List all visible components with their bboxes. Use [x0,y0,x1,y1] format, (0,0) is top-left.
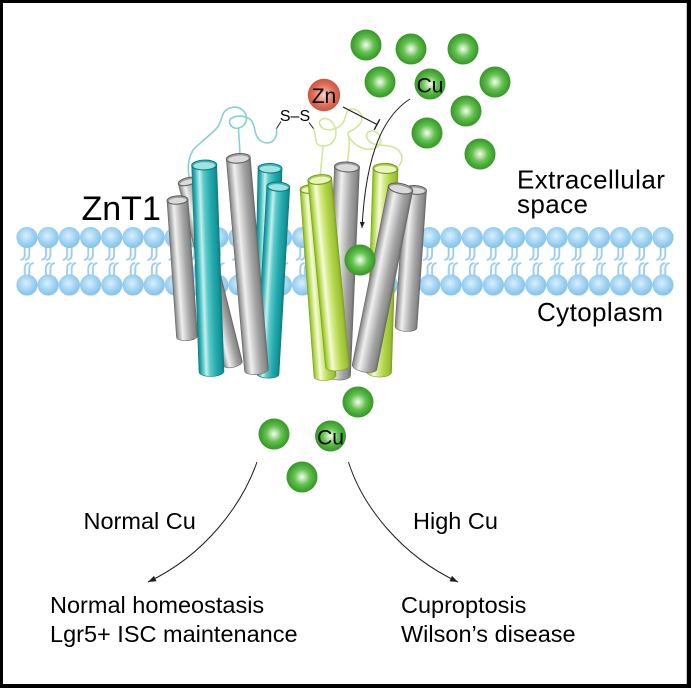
helix-cap-inner [180,179,196,186]
disulfide-bond-label: S–S [280,108,310,125]
copper-ion-labeled: Cu [414,68,446,100]
cytoplasm-label: Cytoplasm [537,297,663,327]
tm-helix-green [307,174,350,372]
high-cu-pathway-arrow [348,461,459,583]
copper-ion [464,138,496,170]
helix-cap-inner [193,162,215,170]
high-cu-condition-label: High Cu [413,508,498,534]
extracellular-loop-teal [187,106,278,181]
copper-ion [342,386,374,418]
labels: ZnT1 Extracellular space Cytoplasm Norma… [50,165,665,648]
copper-ion [286,461,318,493]
copper-ion [395,33,427,65]
helix-body [351,185,414,373]
copper-uptake-arrow [359,98,411,229]
normal-cu-pathway-arrow [147,461,258,583]
outcome-cuproptosis: Cuproptosis [401,592,526,618]
cytoplasmic-copper-ions: Cu [258,386,374,493]
outcome-normal-homeostasis: Normal homeostasis [50,592,264,618]
arrow-head [449,575,458,582]
copper-ion [411,117,443,149]
extracellular-loop-green-stem [319,145,324,177]
helix-body [191,164,225,377]
helix-cap-inner [228,155,249,163]
copper-ion [364,66,396,98]
copper-label: Cu [317,427,344,450]
helix-body [307,178,350,372]
inhibition-bar [373,118,381,131]
tm-helix-gray [351,182,414,373]
copper-ion [350,29,382,61]
arrow-shaft [147,461,258,583]
outcome-lgr5-isc-maintenance: Lgr5+ ISC maintenance [50,621,298,647]
helix-body [226,156,269,375]
copper-ion-in-pore [344,244,376,276]
copper-label: Cu [417,75,444,98]
inhibition-line [342,106,378,126]
arrow-shaft [348,461,459,583]
disulfide-bond-line-right [308,122,314,129]
helix-cap-inner [389,185,411,194]
copper-ion [447,33,479,65]
disulfide-bond: S–S [276,108,314,129]
protein-label: ZnT1 [82,190,161,228]
tm-helix-gray [166,195,198,342]
helix-cap-inner [268,184,288,191]
tm-helix-teal [191,159,225,377]
extracellular-loop-green [312,108,403,167]
arrow-head [359,221,365,228]
extracellular-label-line2: space [517,189,588,219]
extracellular-label-line1: Extracellular [517,165,665,195]
helix-cap-inner [309,176,331,184]
zinc-inhibition-symbol [342,106,381,131]
tm-helix-gray [225,152,269,375]
zinc-ion: Zn [307,78,341,112]
znt1-monomer-green [299,161,427,381]
helix-cap-inner [374,165,397,173]
copper-ion-labeled: Cu [315,420,346,452]
extracellular-copper-ions: Cu [350,29,511,170]
helix-cap-inner [259,165,281,173]
copper-ion [414,68,446,100]
outcome-wilsons-disease: Wilson’s disease [401,621,576,647]
zinc-ion-sphere [307,78,341,112]
copper-ion [315,420,346,452]
arrow-head [148,575,157,582]
zinc-label: Zn [312,85,337,108]
disulfide-bond-line-left [276,121,282,129]
copper-ion [479,66,511,98]
helix-cap-inner [336,164,358,172]
znt1-monomer-teal [166,152,291,379]
normal-cu-condition-label: Normal Cu [84,508,196,534]
helix-cap-inner [168,197,187,204]
copper-ion [258,418,290,450]
arrow-shaft [361,98,411,229]
copper-ion [450,95,482,127]
